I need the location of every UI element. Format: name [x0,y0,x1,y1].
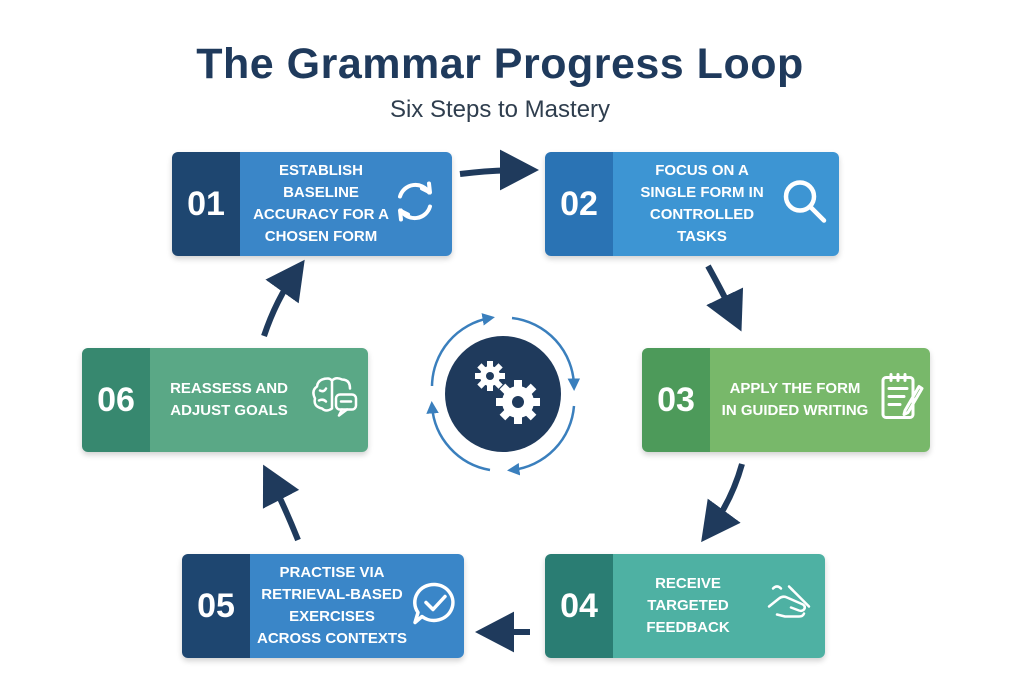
step-card-01: 01 ESTABLISH BASELINE ACCURACY FOR A CHO… [172,152,452,256]
brain-chat-icon [308,371,362,430]
step-label: ESTABLISH BASELINE ACCURACY FOR A CHOSEN… [253,162,389,245]
arrow-02-to-03 [705,264,744,332]
arrow-06-to-01 [261,259,305,337]
gears-icon [475,361,540,424]
refresh-cycle-icon [388,175,442,234]
arrow-01-to-02 [459,149,539,191]
cycle-ring [426,313,581,476]
step-card-02: 02 FOCUS ON A SINGLE FORM IN CONTROLLED … [545,152,839,256]
arrow-05-to-06 [262,464,301,542]
step-label: REASSESS AND ADJUST GOALS [170,380,288,419]
checkmark-bubble-icon [410,579,460,634]
arrow-03-to-04 [701,463,745,543]
step-label: APPLY THE FORM IN GUIDED WRITING [721,380,869,419]
step-number: 02 [545,152,613,256]
diagram-subtitle: Six Steps to Mastery [389,96,611,123]
magnifier-icon [779,176,831,233]
step-number: 06 [82,348,150,452]
step-number: 03 [642,348,710,452]
step-number: 05 [182,554,250,658]
step-label: PRACTISE VIA RETRIEVAL-BASED EXERCISES A… [256,564,407,647]
step-card-03: 03 APPLY THE FORM IN GUIDED WRITING [642,348,930,452]
step-card-04: 04 RECEIVE TARGETED FEEDBACK [545,554,825,658]
step-number: 01 [172,152,240,256]
step-card-06: 06 REASSESS AND ADJUST GOALS [82,348,368,452]
step-label: FOCUS ON A SINGLE FORM IN CONTROLLED TAS… [640,162,764,245]
writing-checklist-icon [878,371,928,430]
step-label: RECEIVE TARGETED FEEDBACK [646,575,730,636]
step-number: 04 [545,554,613,658]
step-card-05: 05 PRACTISE VIA RETRIEVAL-BASED EXERCISE… [182,554,464,658]
hand-feedback-icon [763,577,817,636]
diagram-title: The Grammar Progress Loop [196,40,804,88]
center-disc [445,336,561,452]
